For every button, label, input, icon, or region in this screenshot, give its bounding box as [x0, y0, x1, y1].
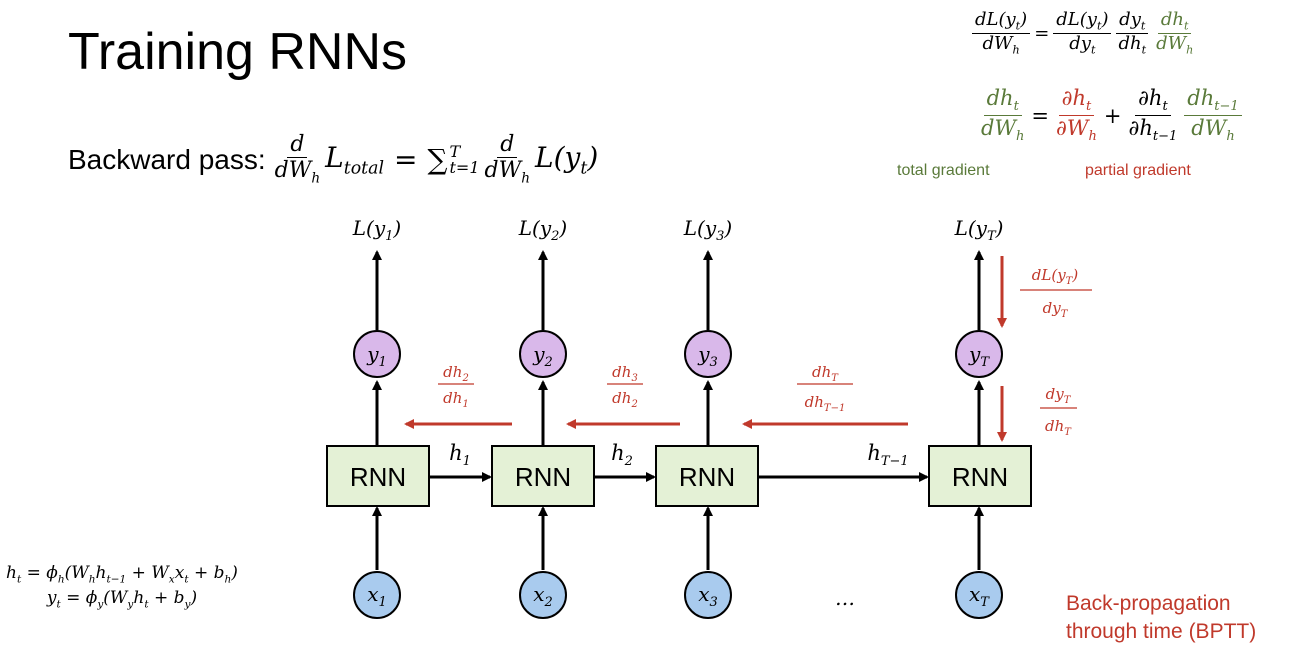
rnn-cell: RNN	[326, 445, 430, 507]
hidden-state-label: hT−1	[867, 441, 908, 469]
svg-text:RNN: RNN	[952, 462, 1008, 492]
bptt-line-2: through time (BPTT)	[1066, 620, 1257, 644]
hidden-state-label: h2	[611, 441, 633, 469]
ellipsis: …	[835, 586, 855, 610]
svg-text:RNN: RNN	[515, 462, 571, 492]
output-node: y2	[519, 330, 567, 378]
input-node: x3	[684, 571, 732, 619]
loss-gradient-label: dL(yT) dyT	[1020, 266, 1092, 320]
hidden-update-equation: ht = ϕh(Whht−1 + Wxxt + bh)	[6, 563, 238, 586]
svg-text:dL(yT): dL(yT)	[1032, 266, 1079, 287]
output-node: y3	[684, 330, 732, 378]
output-equation: yt = ϕy(Wyht + by)	[46, 588, 198, 611]
bptt-label: Back-propagation through time (BPTT)	[1066, 590, 1256, 647]
loss-label: L(y3)	[683, 216, 732, 244]
svg-text:dh1: dh1	[443, 389, 469, 410]
svg-text:dhT: dhT	[1045, 417, 1072, 438]
total-gradient-label: total gradient	[897, 162, 990, 179]
slide-title: Training RNNs	[68, 23, 408, 81]
input-node: x1	[353, 571, 401, 619]
output-node: yT	[955, 330, 1003, 378]
output-node: y1	[353, 330, 401, 378]
rnn-cell: RNN	[928, 445, 1032, 507]
svg-text:dh2: dh2	[612, 389, 638, 410]
output-gradient-label: dyT dhT	[1040, 385, 1077, 438]
rnn-cell: RNN	[491, 445, 595, 507]
rnn-cell: RNN	[655, 445, 759, 507]
loss-label: L(yT)	[954, 216, 1004, 244]
svg-text:dyT: dyT	[1043, 299, 1069, 320]
input-node: xT	[955, 571, 1003, 619]
loss-label: L(y1)	[352, 216, 401, 244]
svg-text:dhT−1: dhT−1	[805, 393, 846, 414]
svg-text:dh2: dh2	[443, 363, 469, 384]
recurrence-equations: ht = ϕh(Whht−1 + Wxxt + bh) yt = ϕy(Wyht…	[6, 562, 238, 612]
hidden-state-label: h1	[449, 441, 471, 469]
svg-text:RNN: RNN	[350, 462, 406, 492]
backprop-gradient-label: dh3 dh2	[607, 363, 643, 410]
bptt-line-1: Back-propagation	[1066, 592, 1231, 615]
loss-label: L(y2)	[518, 216, 567, 244]
svg-text:dhT: dhT	[812, 363, 839, 384]
svg-text:dh3: dh3	[612, 363, 638, 384]
partial-gradient-label: partial gradient	[1085, 162, 1191, 179]
input-node: x2	[519, 571, 567, 619]
backprop-gradient-label: dh2 dh1	[438, 363, 474, 410]
backward-pass-label: Backward pass:	[68, 143, 266, 175]
backprop-gradient-label: dhT dhT−1	[797, 363, 853, 414]
svg-text:dyT: dyT	[1046, 385, 1072, 406]
svg-text:RNN: RNN	[679, 462, 735, 492]
